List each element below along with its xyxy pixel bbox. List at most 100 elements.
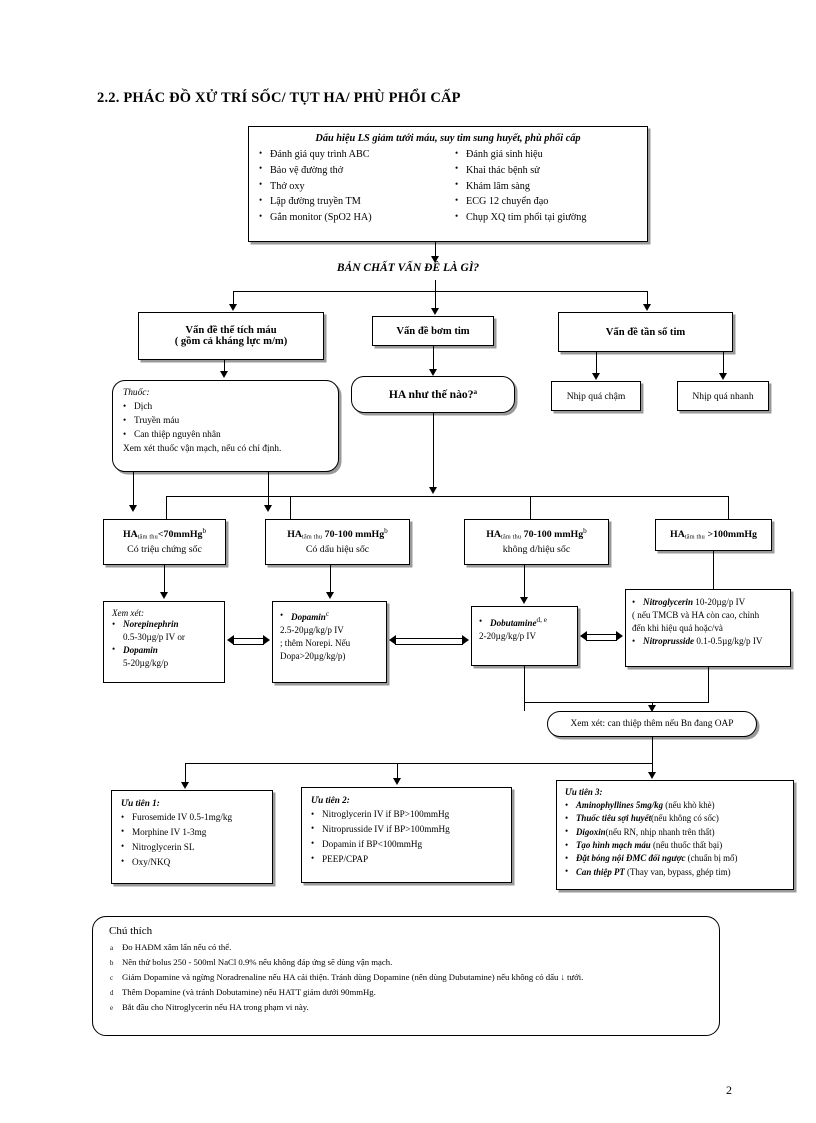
list-item: Lập đường truyền TM <box>259 194 441 210</box>
list-item: Dopaminc <box>280 609 381 624</box>
branch-box-pump: Vấn đề bơm tim <box>372 316 494 346</box>
bp-box-1: HAtâm thu<70mmHgb Có triệu chứng sốc <box>103 519 226 565</box>
list-item: Khám lâm sàng <box>455 178 637 195</box>
list-item: PEEP/CPAP <box>311 851 505 867</box>
drugs-box-header: Thuốc: <box>123 388 150 398</box>
rx2-line3: Dopa>20µg/kg/p) <box>280 651 346 662</box>
bp3-sub: tâm thu <box>501 533 522 541</box>
bp3-footnote: b <box>583 527 587 536</box>
list-item: Nitroglycerin IV if BP>100mmHg <box>311 807 505 822</box>
rx-box-dobutamine: Dobutamined, e 2-20µg/kg/p IV <box>471 606 578 666</box>
double-arrow-icon <box>227 635 270 646</box>
priority-box-1: Ưu tiên 1: Furosemide IV 0.5-1mg/kg Morp… <box>111 790 273 884</box>
bp4-sub: tâm thu <box>684 533 705 541</box>
bp3-line2: không d/hiệu sốc <box>502 544 571 555</box>
arrowhead-icon <box>647 705 656 712</box>
branch-box-rate: Vấn đề tần số tim <box>558 312 733 352</box>
rx4-drug2: Nitroprusside <box>643 636 695 647</box>
drugs-box-list: Dịch Truyền máu Can thiệp nguyên nhân Xe… <box>123 399 330 456</box>
list-item: Đánh giá quy trình ABC <box>259 147 441 163</box>
arrowhead-icon <box>642 304 651 311</box>
rx2-line1: 2.5-20µg/kg/p IV <box>280 624 344 635</box>
note-marker-d: d <box>110 989 114 997</box>
priority-3-note-3: (nếu thuốc thất bại) <box>650 840 723 851</box>
arrowhead-icon <box>519 597 528 604</box>
list-item: Nitroprusside IV if BP>100mmHg <box>311 821 505 837</box>
note-item: c Giảm Dopamine và ngừng Noradrenaline nế… <box>109 970 709 985</box>
hr-slow-box: Nhịp quá chậm <box>551 381 641 411</box>
rx1-drug2: Dopamin <box>123 644 158 655</box>
bp1-sub: tâm thu <box>137 533 158 541</box>
note-text-c: Giảm Dopamine và ngừng Noradrenaline nếu… <box>122 971 584 982</box>
list-item: Can thiệp nguyên nhân <box>123 428 330 442</box>
note-item: b Nên thử bolus 250 - 500ml NaCl 0.9% nếu… <box>109 955 709 970</box>
list-item: Bảo vệ đường thở <box>259 162 441 179</box>
connector-line <box>290 496 291 519</box>
connector-line <box>164 565 165 593</box>
connector-bus <box>185 763 652 764</box>
rx1-list: Norepinephrin 0.5-30µg/p IV or Dopamin 5… <box>112 618 218 670</box>
priority-3-note-4: (chuẩn bị mổ) <box>685 853 738 864</box>
bp2-line2: Có dấu hiệu sốc <box>305 544 370 555</box>
branch-pump-label: Vấn đề bơm tim <box>396 325 470 337</box>
arrowhead-icon <box>219 371 228 378</box>
rx1-header: Xem xét: <box>112 608 145 618</box>
rx-box-vasopressors: Xem xét: Norepinephrin 0.5-30µg/p IV or … <box>103 601 225 683</box>
arrowhead-icon <box>428 369 437 376</box>
clinical-signs-box: Dấu hiệu LS giảm tưới máu, suy tim sung … <box>248 126 648 242</box>
priority-2-list: Nitroglycerin IV if BP>100mmHg Nitroprus… <box>311 807 505 867</box>
drugs-box: Thuốc: Dịch Truyền máu Can thiệp nguyên … <box>112 380 339 472</box>
rx4-drug1: Nitroglycerin <box>643 597 694 607</box>
bp1-label: HA <box>122 529 138 541</box>
arrowhead-icon <box>180 782 189 789</box>
page-number: 2 <box>726 1083 732 1097</box>
connector-line <box>524 565 525 598</box>
question-label: BẢN CHẤT VẤN ĐỀ LÀ GÌ? <box>336 262 480 274</box>
branch-volume-line2: ( gồm cả kháng lực m/m) <box>174 336 288 347</box>
rx3-footnote: d, e <box>536 616 547 624</box>
bp-box-2: HAtâm thu 70-100 mmHgb Có dấu hiệu sốc <box>265 519 410 565</box>
note-text-b: Nên thử bolus 250 - 500ml NaCl 0.9% nếu … <box>122 956 393 967</box>
list-item: Gắn monitor (SpO2 HA) <box>259 210 441 226</box>
notes-header: Chú thích <box>109 925 153 937</box>
priority-3-header: Ưu tiên 3: <box>565 787 603 797</box>
clinical-signs-left-list: Đánh giá quy trình ABC Bảo vệ đường thở … <box>259 147 441 226</box>
connector-line <box>185 763 186 783</box>
rx-box-vasodilators: Nitroglycerin 10-20µg/p IV ( nếu TMCB và… <box>625 589 791 667</box>
connector-line <box>652 763 653 773</box>
arrowhead-icon <box>430 308 439 315</box>
arrowhead-icon <box>647 772 656 779</box>
bp3-value: 70-100 mmHg <box>523 529 584 541</box>
branch-rate-label: Vấn đề tần số tim <box>605 326 686 338</box>
arrowhead-icon <box>263 505 272 512</box>
list-item: Nitroglycerin 10-20µg/p IV <box>632 596 786 609</box>
arrowhead-icon <box>228 304 237 311</box>
note-marker-c: c <box>110 974 114 982</box>
list-item: Norepinephrin 0.5-30µg/p IV or <box>112 618 218 644</box>
connector-line <box>723 352 724 374</box>
list-item: Can thiệp PT (Thay van, bypass, ghép tim… <box>565 865 788 879</box>
list-item: Đặt bóng nội ĐMC đối ngược (chuẩn bị mổ) <box>565 852 788 866</box>
list-item: Khai thác bệnh sử <box>455 162 637 179</box>
connector-line <box>330 565 331 593</box>
priority-box-2: Ưu tiên 2: Nitroglycerin IV if BP>100mmH… <box>301 787 512 883</box>
priority-2-header: Ưu tiên 2: <box>311 795 350 805</box>
note-marker-b: b <box>110 959 114 967</box>
priority-3-drug-4: Đặt bóng nội ĐMC đối ngược <box>576 853 686 864</box>
oap-box: Xem xét: can thiệp thêm nếu Bn đang OAP <box>547 711 757 737</box>
double-arrow-icon <box>580 631 623 642</box>
connector-bus <box>524 702 709 703</box>
rx-box-dopamin: Dopaminc 2.5-20µg/kg/p IV ; thêm Norepi.… <box>272 601 387 683</box>
list-item: Aminophyllines 5mg/kg (nếu khò khè) <box>565 798 788 812</box>
list-item: Chụp XQ tim phổi tại giường <box>455 210 637 226</box>
drugs-box-footer: Xem xét thuốc vận mạch, nếu có chỉ định. <box>123 444 282 455</box>
priority-3-note-0: (nếu khò khè) <box>663 800 715 810</box>
connector-line <box>166 496 167 519</box>
bp4-label: HA <box>670 528 685 540</box>
connector-line <box>233 291 234 305</box>
ha-question-label: HA như thế nào? <box>388 388 474 401</box>
